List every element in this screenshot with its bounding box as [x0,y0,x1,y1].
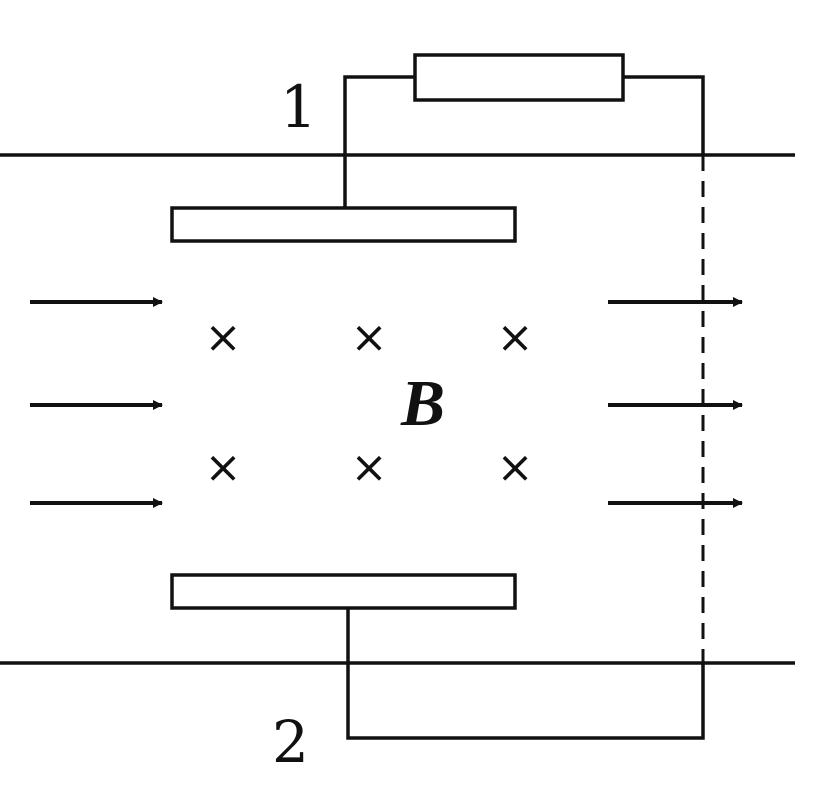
field-cross-6: × [497,442,534,493]
field-cross-3: × [497,312,534,363]
magnetic-field-label: B [400,367,445,440]
field-cross-5: × [351,442,388,493]
field-cross-2: × [351,312,388,363]
terminal-1-label: 1 [280,73,317,141]
top-right-wire [623,75,705,155]
top-wire [343,75,415,207]
bottom-wire [346,608,705,740]
resistor [413,53,625,102]
field-cross-4: × [205,442,242,493]
top-plate [170,206,517,243]
terminal-2-label: 2 [272,708,309,776]
bottom-plate [170,573,517,610]
field-cross-1: × [205,312,242,363]
